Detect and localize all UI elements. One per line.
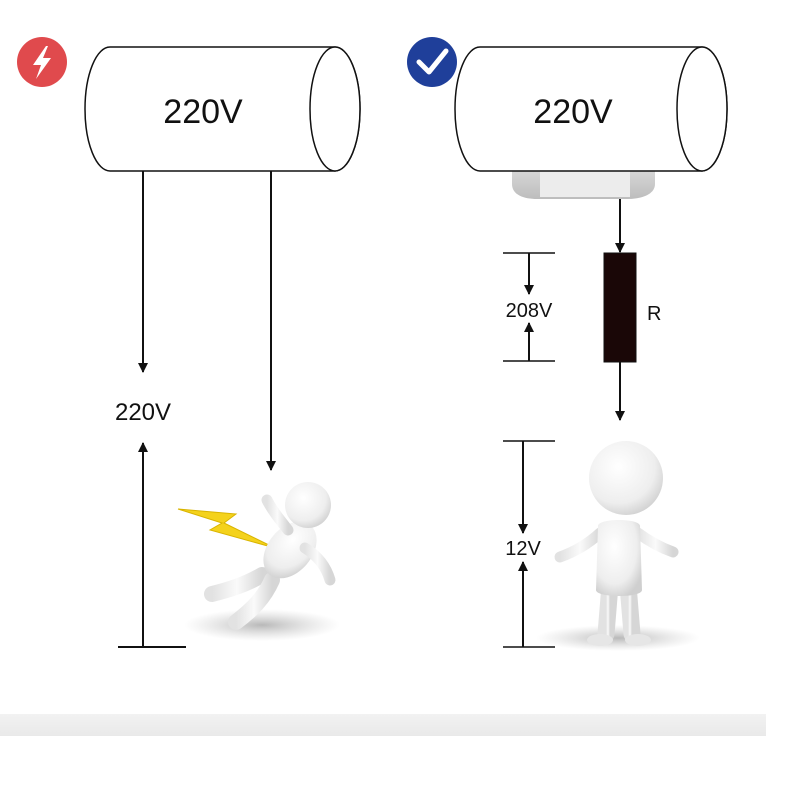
resistor-label: R — [647, 303, 661, 325]
safe-badge-circle — [407, 37, 457, 87]
resistor-voltage-measure: 208V — [503, 252, 555, 362]
heater-voltage-label: 220V — [163, 93, 243, 131]
right-panel: 220V R 208V 12V — [407, 37, 728, 651]
body-voltage-label: 220V — [115, 399, 171, 426]
shock-bolt-icon — [177, 508, 276, 549]
lightning-icon — [33, 46, 51, 79]
body-voltage-measure: 12V — [503, 440, 555, 648]
left-panel: 220V 220V — [17, 37, 361, 648]
safe-badge — [407, 37, 457, 87]
water-heater-left: 220V — [84, 46, 361, 172]
water-heater-right: 220V — [454, 46, 728, 199]
safe-person-figure — [536, 441, 700, 651]
shocked-person-figure — [184, 482, 340, 641]
resistor — [603, 252, 637, 363]
floor-band — [0, 714, 766, 736]
danger-badge — [17, 37, 67, 87]
resistor-voltage-label: 208V — [506, 300, 553, 322]
checkmark-icon — [416, 48, 449, 75]
body-voltage-label-right: 12V — [505, 538, 541, 560]
heater-voltage-label-right: 220V — [533, 93, 613, 131]
